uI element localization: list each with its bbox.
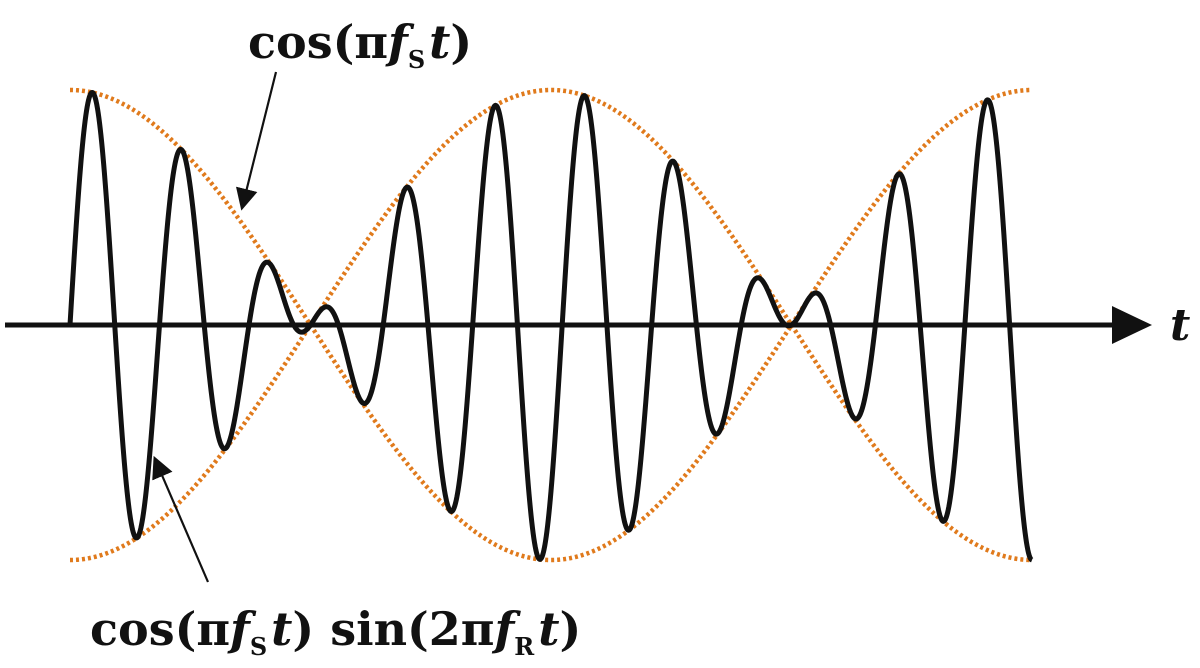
product-label-pointer (152, 455, 210, 583)
product-label-t2: t (538, 602, 559, 656)
envelope-label-t: t (429, 15, 450, 69)
product-label: cos(πfSt) sin(2πfRt) (90, 602, 581, 661)
product-label-cos-prefix: cos(π (90, 602, 230, 656)
time-axis-label: t (1170, 300, 1190, 351)
product-label-sub2: R (514, 632, 535, 661)
product-label-suffix: ) (559, 602, 581, 656)
envelope-label-subscript: S (408, 45, 425, 74)
product-label-t1: t (271, 602, 292, 656)
time-axis-arrowhead (1112, 306, 1152, 344)
envelope-label-suffix: ) (450, 15, 472, 69)
modulated-signal-curve (67, 90, 1034, 563)
product-label-mid: ) sin(2π (292, 602, 494, 656)
envelope-label-pointer (235, 71, 278, 211)
envelope-label: cos(πfSt) (248, 15, 472, 74)
envelope-upper-curve (70, 87, 1032, 563)
envelope-label-prefix: cos(π (248, 15, 388, 69)
product-label-sub1: S (250, 632, 267, 661)
